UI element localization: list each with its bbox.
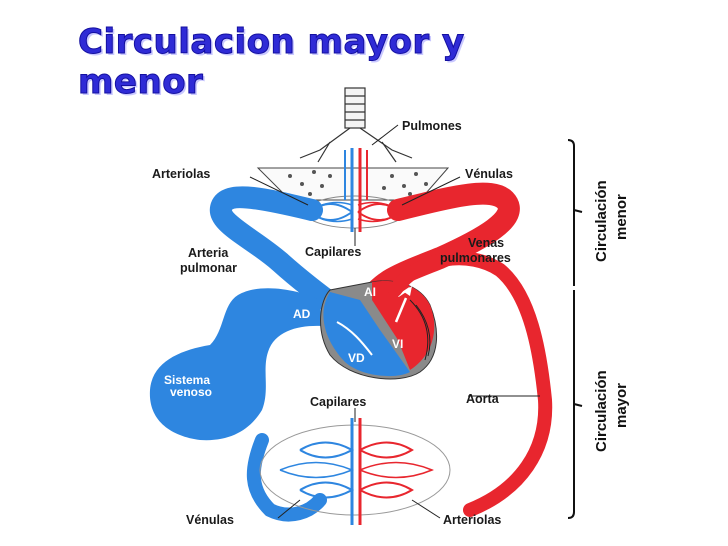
- systemic-capillary-bed: [259, 418, 451, 525]
- label-vi: VI: [392, 337, 403, 351]
- systemic-venous-vessel: [149, 288, 327, 522]
- label-circulacion-mayor-1: Circulación: [593, 370, 610, 452]
- label-pulmones: Pulmones: [402, 119, 462, 133]
- label-sistema-venoso-1: Sistema: [164, 373, 210, 387]
- label-ad: AD: [293, 307, 311, 321]
- label-arteriolas-top: Arteriolas: [152, 167, 210, 181]
- diagram-title: Circulacion mayor y menor: [78, 22, 465, 103]
- label-venas-pulmonares-1: Venas: [468, 236, 504, 250]
- label-vd: VD: [348, 351, 365, 365]
- label-circulacion-mayor-2: mayor: [613, 383, 630, 428]
- leader-lines: [249, 124, 540, 519]
- label-venas-pulmonares-2: pulmonares: [440, 251, 511, 265]
- label-capilares-top: Capilares: [305, 245, 361, 259]
- pulmonary-artery-vessel: [210, 186, 351, 321]
- label-circulacion-menor-2: menor: [613, 194, 630, 240]
- label-ai: AI: [364, 285, 376, 299]
- label-aorta: Aorta: [466, 392, 500, 406]
- heart: [320, 280, 438, 380]
- label-arteria-pulmonar-1: Arteria: [188, 246, 229, 260]
- label-capilares-bottom: Capilares: [310, 395, 366, 409]
- label-sistema-venoso-2: venoso: [170, 385, 212, 399]
- label-circulacion-menor-1: Circulación: [593, 180, 610, 262]
- label-venulas-top: Vénulas: [465, 167, 513, 181]
- label-venulas-bottom: Vénulas: [186, 513, 234, 527]
- label-arteria-pulmonar-2: pulmonar: [180, 261, 237, 275]
- label-arteriolas-bottom: Arteriolas: [443, 513, 501, 527]
- aorta-vessel: [388, 251, 553, 517]
- side-brackets: [567, 139, 583, 519]
- trachea: [299, 87, 413, 163]
